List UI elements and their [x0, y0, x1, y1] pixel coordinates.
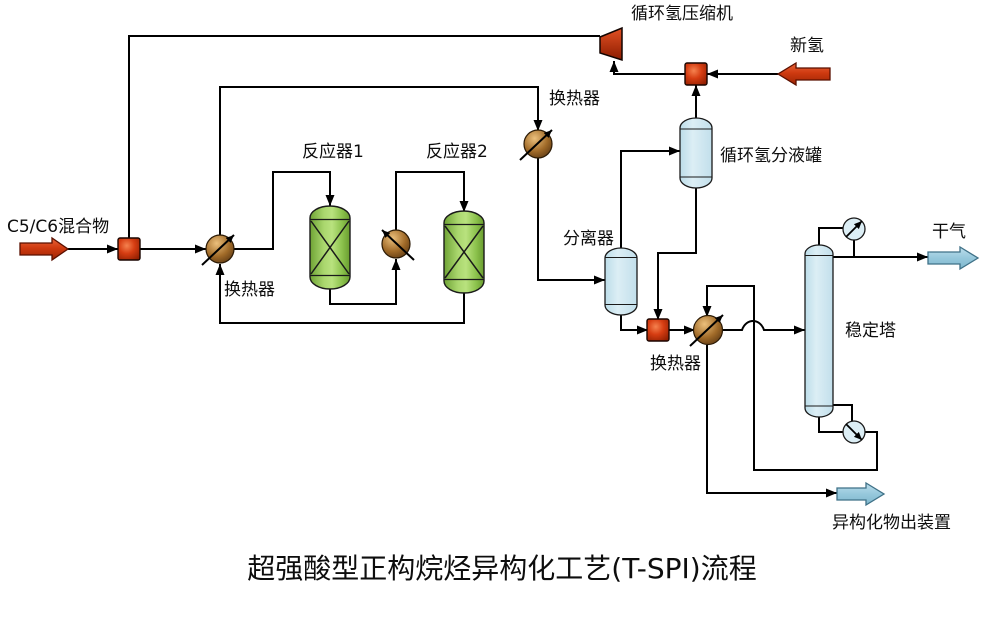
isomerate-out-label: 异构化物出装置 — [832, 513, 951, 533]
dry-gas-label: 干气 — [932, 222, 966, 242]
hydrogen-mix-valve — [684, 62, 708, 86]
pipe-hx1-to-reactor1 — [234, 171, 335, 250]
fresh-hydrogen-label: 新氢 — [790, 36, 824, 56]
pipe-bottoms-loop — [702, 285, 878, 471]
heat-exchanger-3 — [689, 314, 724, 347]
compressor-label: 循环氢压缩机 — [631, 4, 733, 24]
heat-exchanger-top — [519, 129, 553, 161]
pipe-valve1-to-compressor — [609, 61, 685, 75]
dry-gas-flow-arrow — [927, 245, 980, 271]
reactor-2 — [443, 210, 485, 294]
pipe-separator-to-valve2 — [620, 315, 648, 335]
process-lines — [68, 35, 928, 498]
isomerate-flow-arrow — [836, 481, 886, 507]
reactor2-label: 反应器2 — [426, 142, 488, 162]
reactor-1 — [309, 205, 351, 290]
pipe-drum-to-valve2 — [653, 188, 697, 320]
pipe-hxtop-to-separator — [537, 158, 605, 285]
diagram-title: 超强酸型正构烷烃异构化工艺(T-SPI)流程 — [247, 552, 756, 585]
hx3-label: 换热器 — [650, 354, 701, 374]
reactor1-label: 反应器1 — [302, 142, 364, 162]
hx-top-label: 换热器 — [549, 89, 600, 109]
feed-mix-valve — [117, 237, 141, 261]
separator-label: 分离器 — [563, 229, 614, 249]
pipe-hx2-to-reactor2 — [395, 171, 469, 230]
pipe-separator-to-drum — [620, 146, 680, 248]
overhead-condenser — [842, 217, 866, 241]
stabilizer-label: 稳定塔 — [845, 321, 896, 341]
reboiler-cooler — [842, 420, 866, 444]
stabilizer-tower — [804, 244, 834, 418]
recycle-compressor — [599, 26, 623, 62]
bottoms-mix-valve — [646, 318, 670, 342]
feed-label: C5/C6混合物 — [7, 217, 109, 237]
heat-exchanger-1 — [201, 234, 235, 266]
hx1-label: 换热器 — [224, 280, 275, 300]
pipe-hx3-to-outlet — [706, 345, 837, 498]
pipe-tower-to-condenser — [818, 227, 843, 245]
pipe-compressor-recycle — [128, 35, 600, 238]
fresh-hydrogen-flow-arrow — [776, 61, 831, 87]
heat-exchanger-2 — [381, 229, 415, 261]
pipe-tower-to-reboiler-top — [833, 404, 853, 421]
label-layer: C5/C6混合物 换热器 反应器1 反应器2 换热器 循环氢压缩机 新氢 循环氢… — [7, 4, 966, 585]
pipe-hx3-to-tower — [722, 320, 805, 335]
pipe-reactor2-to-hx1 — [215, 264, 465, 324]
pipe-reactor1-to-hx2 — [329, 259, 401, 305]
separator-vessel — [604, 247, 638, 316]
equipment-layer — [19, 26, 980, 507]
feed-flow-arrow — [19, 236, 70, 262]
pipe-hx1-to-hxtop — [219, 86, 543, 235]
ko-drum-label: 循环氢分液罐 — [720, 146, 822, 166]
hydrogen-knockout-drum — [679, 117, 713, 189]
